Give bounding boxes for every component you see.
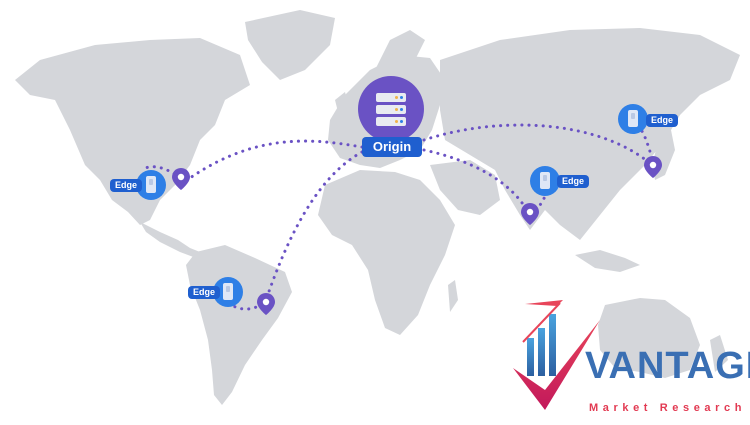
- route-origin-japan: [422, 123, 654, 167]
- server-unit: [376, 117, 406, 126]
- server-unit: [376, 93, 406, 102]
- edge-label: Edge: [557, 175, 590, 188]
- pin-location-icon[interactable]: [257, 293, 275, 315]
- device-icon: [540, 172, 550, 189]
- pin-location-icon[interactable]: [644, 156, 662, 178]
- logo-mark-icon: [513, 300, 600, 410]
- server-rack-icon: [358, 76, 424, 142]
- device-icon: [628, 110, 638, 127]
- edge-label: Edge: [188, 286, 221, 299]
- route-origin-asia: [422, 148, 530, 214]
- device-icon: [223, 283, 233, 300]
- route-origin-south-america: [264, 150, 364, 302]
- edge-label: Edge: [110, 179, 143, 192]
- logo-title: VANTAGE: [585, 345, 750, 387]
- edge-label: Edge: [646, 114, 679, 127]
- logo-tagline: Market Research: [589, 402, 747, 414]
- device-icon: [146, 176, 156, 193]
- server-unit: [376, 105, 406, 114]
- origin-label: Origin: [362, 137, 422, 157]
- pin-location-icon[interactable]: [521, 203, 539, 225]
- vantage-logo: VANTAGE Market Research: [505, 298, 750, 420]
- routes: [140, 123, 654, 311]
- pin-location-icon[interactable]: [172, 168, 190, 190]
